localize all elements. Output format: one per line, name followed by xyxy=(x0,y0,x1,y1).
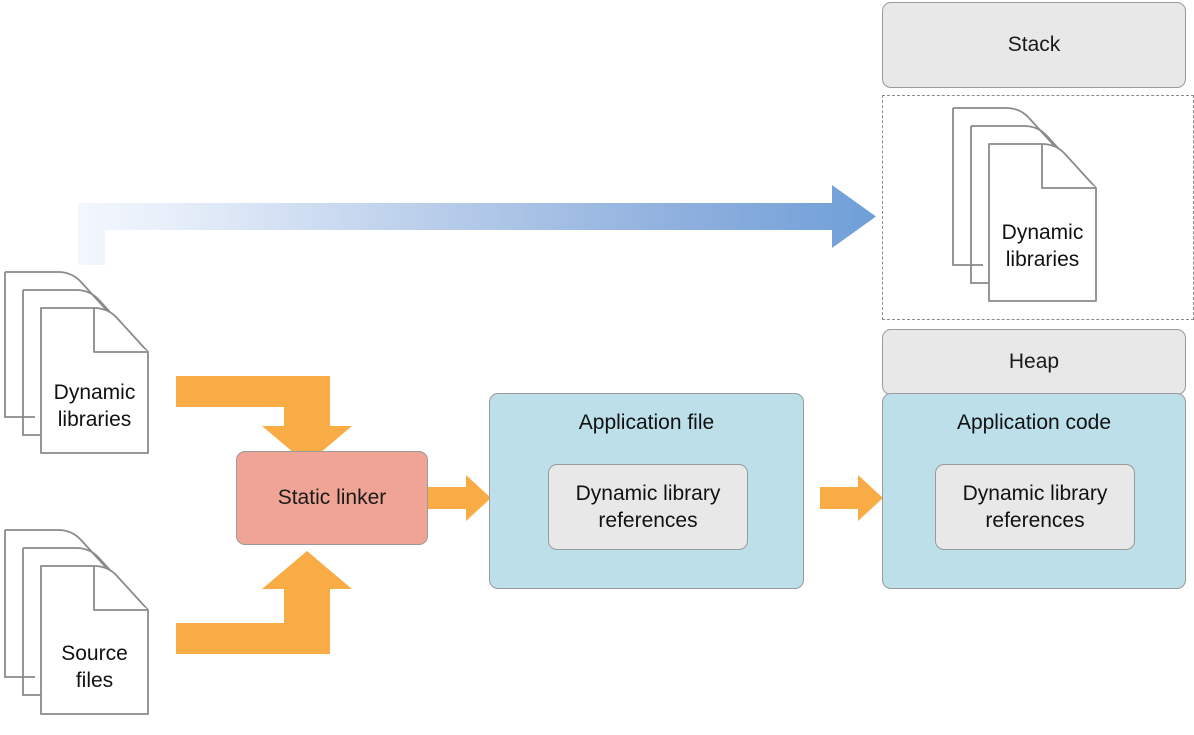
edge-application-file-to-application-code xyxy=(820,475,883,521)
inner-label-line-2: references xyxy=(985,509,1085,532)
application-code-box[interactable]: Application code Dynamic library referen… xyxy=(882,393,1186,589)
dynamic-libraries-source-node: Dynamic libraries xyxy=(2,262,194,472)
static-linker-box[interactable]: Static linker xyxy=(236,451,428,545)
static-linker-label: Static linker xyxy=(277,485,387,509)
application-file-box[interactable]: Application file Dynamic library referen… xyxy=(489,393,804,589)
source-files-node: Source files xyxy=(2,520,194,735)
stack-box[interactable]: Stack xyxy=(882,2,1186,88)
application-file-inner-dynamic-library-references[interactable]: Dynamic library references xyxy=(548,464,748,550)
inner-label-line-2: references xyxy=(598,509,698,532)
stack-label: Stack xyxy=(1007,32,1061,56)
heap-box[interactable]: Heap xyxy=(882,329,1186,395)
application-code-inner-dynamic-library-references[interactable]: Dynamic library references xyxy=(935,464,1135,550)
edge-static-linker-to-application-file xyxy=(428,475,491,521)
heap-label: Heap xyxy=(1008,349,1060,373)
edge-dynamic-libraries-to-static-linker xyxy=(176,376,352,464)
edge-dynamic-libraries-loaded-into-memory xyxy=(78,185,876,265)
application-code-title: Application code xyxy=(956,411,1112,434)
inner-label-line-1: Dynamic library xyxy=(575,481,721,505)
dynamic-libraries-runtime-node: Dynamic libraries xyxy=(950,100,1150,315)
application-file-title: Application file xyxy=(578,411,715,434)
inner-label-line-1: Dynamic library xyxy=(962,481,1108,505)
edge-source-files-to-static-linker xyxy=(176,551,352,654)
